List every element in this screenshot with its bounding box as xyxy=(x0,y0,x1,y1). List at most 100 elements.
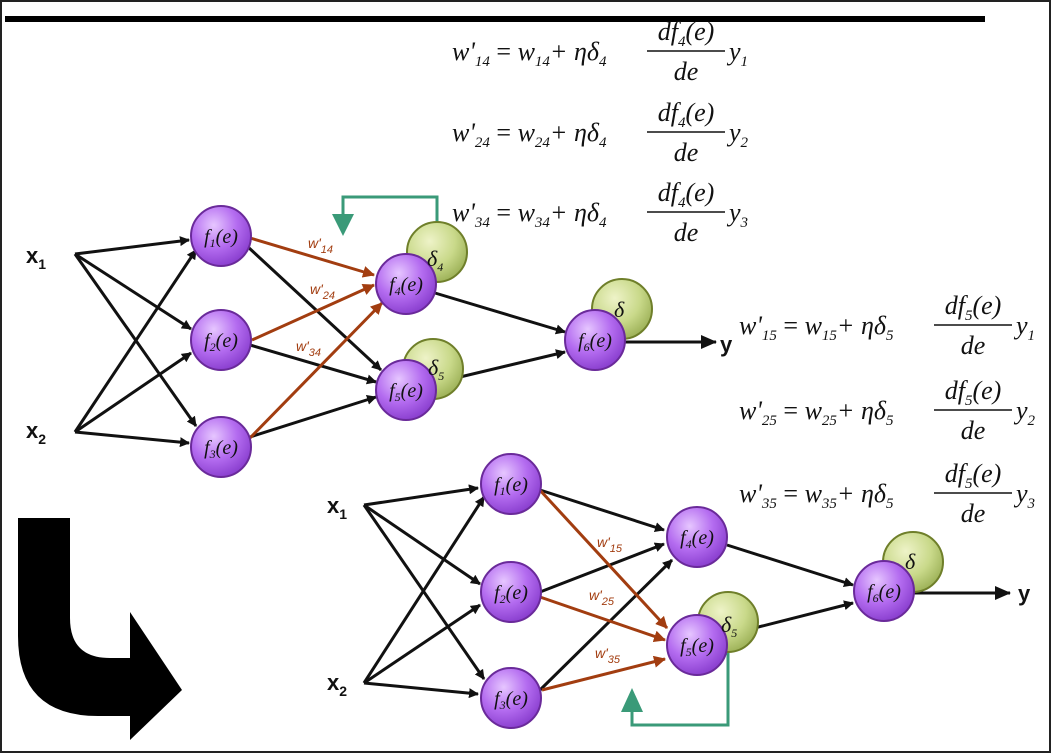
edge-f4-f6 xyxy=(434,291,566,335)
feedback-arrow-bottom xyxy=(630,640,730,727)
neuron-f4 xyxy=(375,253,437,315)
weight-label-w24: w'24 xyxy=(310,281,335,302)
edge-f3-f5 xyxy=(249,394,377,439)
edge-bx2-f1 xyxy=(362,496,486,684)
label-delta-output: δ xyxy=(614,297,625,322)
edge-f1-f4-updated xyxy=(249,236,375,278)
bottom-neuron-f1 xyxy=(480,453,542,515)
bottom-label-delta-5: δ5 xyxy=(721,612,737,640)
label-f4: f4(e) xyxy=(389,274,423,298)
weight-label-w34: w'34 xyxy=(296,338,321,359)
weight-label-w25: w'25 xyxy=(589,587,615,608)
bottom-neuron-labels: f1(e) f2(e) f3(e) f4(e) f5(e) f6(e) xyxy=(494,474,901,712)
equation-f5-3-numerator: df5(e) xyxy=(945,459,1002,492)
bottom-label-f6: f6(e) xyxy=(867,581,901,605)
bottom-neuron-f6 xyxy=(853,560,915,622)
feedback-arrowhead-top xyxy=(332,214,354,236)
equation-f5-2-lhs: w'25 = w25+ ηδ5 xyxy=(739,396,894,429)
edge-x1-f1 xyxy=(74,236,190,256)
edge-bx2-f3 xyxy=(363,681,479,699)
neuron-f5 xyxy=(375,359,437,421)
input-x1-label: x1 xyxy=(26,243,46,272)
equation-f5-3-y-term: y3 xyxy=(1013,479,1035,512)
equation-f4-3-lhs: w'34 = w34+ ηδ4 xyxy=(452,198,607,231)
edge-bf2-f4 xyxy=(539,542,665,594)
bottom-neuron-f5 xyxy=(666,614,728,676)
label-f6: f6(e) xyxy=(578,330,612,354)
bottom-label-f3: f3(e) xyxy=(494,688,528,712)
edge-bf1-f4 xyxy=(539,488,665,532)
equation-f4-2-lhs: w'24 = w24+ ηδ4 xyxy=(452,118,607,151)
equation-f4-3-y-term: y3 xyxy=(726,198,748,231)
bottom-neuron-f3 xyxy=(480,667,542,729)
neuron-f2 xyxy=(190,309,252,371)
equation-f5-2-y-term: y2 xyxy=(1013,396,1036,429)
top-updated-weights xyxy=(246,236,384,442)
bottom-label-f4: f4(e) xyxy=(680,527,714,551)
top-network-edges xyxy=(73,236,717,448)
edge-f2-f5 xyxy=(249,343,377,385)
bottom-label-f5: f5(e) xyxy=(680,635,714,659)
weight-label-w15: w'15 xyxy=(597,534,623,555)
bottom-network-edges xyxy=(362,484,1011,699)
label-delta-5: δ5 xyxy=(428,355,444,383)
edge-bx1-f2 xyxy=(363,503,481,586)
bottom-neurons xyxy=(480,453,915,729)
equation-f5-3-denominator: de xyxy=(961,499,986,528)
top-neuron-labels: f1(e) f2(e) f3(e) f4(e) f5(e) f6(e) xyxy=(204,226,612,461)
equation-f5-1-numerator: df5(e) xyxy=(945,291,1002,324)
label-f3: f3(e) xyxy=(204,437,238,461)
bottom-label-delta-output: δ xyxy=(905,549,916,574)
label-f1: f1(e) xyxy=(204,226,238,250)
equation-f5-2-denominator: de xyxy=(961,416,986,445)
equation-f5-1-lhs: w'15 = w15+ ηδ5 xyxy=(739,311,894,344)
bottom-label-f2: f2(e) xyxy=(494,582,528,606)
edge-f2-f4-updated xyxy=(251,283,375,342)
edge-bf4-f6 xyxy=(726,543,854,588)
neuron-f3 xyxy=(190,416,252,478)
equation-f5-1-denominator: de xyxy=(961,331,986,360)
edge-x2-f2 xyxy=(74,351,192,434)
edge-bx2-f2 xyxy=(363,603,481,685)
edge-f1-f5 xyxy=(246,245,383,372)
bottom-output-y-label: y xyxy=(1018,581,1031,606)
output-y-label: y xyxy=(720,332,733,357)
bottom-label-f1: f1(e) xyxy=(494,474,528,498)
neuron-f6 xyxy=(564,309,626,371)
feedback-arrowhead-bottom xyxy=(621,688,643,712)
bottom-neuron-f2 xyxy=(480,561,542,623)
bottom-neuron-f4 xyxy=(666,506,728,568)
bottom-input-x2-label: x2 xyxy=(327,670,347,699)
equation-f5-2: w'25 = w25+ ηδ5 df5(e) de y2 xyxy=(739,376,1036,445)
equation-f4-3: w'34 = w34+ ηδ4 df4(e) de y3 xyxy=(452,178,748,247)
equation-f5-3: w'35 = w35+ ηδ5 df5(e) de y3 xyxy=(739,459,1035,528)
weight-label-w14: w'14 xyxy=(308,235,333,256)
edge-bf2-f5-updated xyxy=(539,595,666,643)
equation-f4-2-y-term: y2 xyxy=(726,118,749,151)
feedback-arrow-top xyxy=(341,195,439,226)
equation-f4-3-numerator: df4(e) xyxy=(658,178,715,211)
neuron-f1 xyxy=(190,205,252,267)
bottom-updated-weights xyxy=(536,486,669,692)
equation-f4-1-numerator: df4(e) xyxy=(658,17,715,50)
equation-f4-1-lhs: w'14 = w14+ ηδ4 xyxy=(452,37,607,70)
input-x2-label: x2 xyxy=(26,418,46,447)
top-neurons xyxy=(190,205,626,478)
bottom-input-x1-label: x1 xyxy=(327,493,347,522)
edge-f3-f4-updated xyxy=(246,301,384,442)
label-f5: f5(e) xyxy=(389,380,423,404)
edge-x2-f1 xyxy=(73,249,198,433)
equation-f4-3-denominator: de xyxy=(674,218,699,247)
equation-f5-3-lhs: w'35 = w35+ ηδ5 xyxy=(739,479,894,512)
equation-f5-2-numerator: df5(e) xyxy=(945,376,1002,409)
label-f2: f2(e) xyxy=(204,330,238,354)
transition-arrow-icon xyxy=(18,518,182,740)
